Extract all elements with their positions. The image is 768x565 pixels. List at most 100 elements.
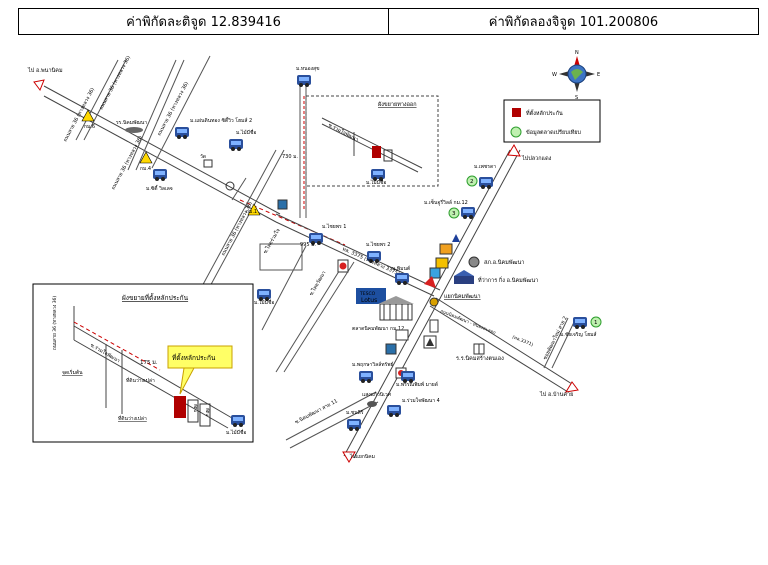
hospital-icon [473,343,485,355]
label-temple: วัด [200,154,206,160]
label-chaiyawat: ม.เซ็นจูรี่วิลล์ กม.12 [424,198,468,206]
label-somporn1: ม.ไชยพร 1 [322,223,346,230]
to-bankhai-arrow [565,381,579,393]
longitude-cell: ค่าพิกัดลองจิจูด 101.200806 [388,9,758,34]
label-phranat: ม.พรรณพิมพ์ มายด์ [396,381,438,388]
label-soi-rom: ซ.ร่วมใจพัฒนา [327,122,360,144]
legend-collateral-swatch [512,108,521,117]
svg-text:ที่ดินว่างเปล่า: ที่ดินว่างเปล่า [118,415,147,422]
mark-icon [359,371,373,383]
label-to-pluak: ไปปลวกแดง [521,155,552,162]
mark-icon [395,273,409,285]
label-school: รร.นิคมพัฒนา [116,119,147,126]
label-plaemthong: ม.แผ่นดินทอง ซิตี้วิว โฮมส์ 2 [190,115,252,124]
svg-text:E: E [597,72,600,78]
kasem-icon [367,401,377,407]
police-icon [468,256,480,268]
mark-icon [461,207,475,219]
svg-text:Lotus: Lotus [361,297,377,304]
label-pruksa: ม.พฤกษาวิลล์ทรัพย์ [352,361,394,368]
label-soi-thai: ซ.ไทยวัฒนา [308,270,328,297]
coordinate-header: ค่าพิกัดละติจูด 12.839416 ค่าพิกัดลองจิจ… [18,8,759,35]
traffic-icon [225,181,235,191]
svg-text:W: W [552,72,557,78]
label-kasem: แสงแก้วนิเวศ [362,391,392,398]
school-icon [125,127,143,133]
svg-text:ที่ดิน: ที่ดิน [193,404,198,413]
mark-icon [479,177,493,189]
svg-text:ที่ตั้งหลักประกัน: ที่ตั้งหลักประกัน [172,353,216,362]
svg-text:ถนนสาย 36 (ทางหลวง 36): ถนนสาย 36 (ทางหลวง 36) [52,296,58,350]
legend-comparable-swatch [510,126,522,138]
block-outline [259,243,303,271]
legend-comparable: ข้อมูลตลาดเปรียบเทียบ [526,129,581,136]
compass-icon: N S W E [552,50,600,101]
shell-icon [337,259,349,273]
svg-text:2: 2 [470,179,474,185]
gas-station-icons [424,234,460,288]
road-3375 [275,213,441,297]
mark-icon [229,139,243,151]
label-to-phanat: ไป อ.พนานิคม [27,67,63,74]
route-dash-1 [239,199,346,246]
km-marker-6: กม.6 [81,109,95,130]
inset-title: ผังขยายที่ตั้งหลักประกัน [122,293,189,302]
to-pluak-arrow [507,143,521,157]
svg-text:กม.1: กม.1 [246,209,257,215]
svg-text:1: 1 [594,320,598,326]
label-district: ที่ว่าการ กิ่ง อ.นิคมพัฒนา [478,276,539,284]
comparable-2: 2 [466,175,478,187]
tesco-lotus-logo: TESCO Lotus [356,288,386,304]
label-city: ม.ซิตี้ วิลเลจ [146,183,173,192]
legend: ที่ตั้งหลักประกัน ข้อมูลตลาดเปรียบเทียบ [503,99,601,143]
label-soi-11: ซ.นิคมพัฒนา สาย 11 [294,397,339,425]
to-nikom-arrow [342,451,356,463]
label-soi-thairom: ซ.ไทยร่วมใจ [262,227,282,255]
side-roads [75,55,577,449]
label-hospital: ร.ร.นิคมสร้างตนเอง [456,355,504,362]
svg-text:ที่ดิน: ที่ดิน [205,408,210,417]
label-road36-d: ถนนสาย 36 (ทางหลวง 36) [98,55,132,111]
svg-text:TESCO: TESCO [359,291,376,297]
label-road-local2: (ทล.3371) [511,334,534,348]
label-police: สภ.อ.นิคมพัฒนา [484,259,524,266]
mark-icon [153,169,167,181]
comparable-3: 3 [448,207,460,219]
km-marker-1: กม.1 [246,203,261,216]
svg-text:ม.ไม้มีชื่อ: ม.ไม้มีชื่อ [226,429,246,436]
label-warrom: ม.ร่วมใจพัฒนา 4 [402,397,440,404]
label-maidi: ม.ไม้มีชื่อ [236,129,256,136]
mark-icon [175,127,189,139]
label-to-bankhai: ไป อ.บ้านค่าย [539,391,573,398]
svg-text:กม.4: กม.4 [140,166,151,172]
bank-icon [277,199,288,210]
label-somporn2: ม.ไชยพร 2 [366,241,390,248]
mark-icon [387,405,401,417]
label-pimnat: ม.พิมนต์ [392,265,410,272]
label-road-3375: ทล. 3375 (ทางหลวง 3375) [341,246,400,277]
comparable-1: 1 [590,316,602,328]
inset-callout: ที่ตั้งหลักประกัน [167,345,233,395]
road-to-bankhai [429,297,573,393]
label-maimi2: ม.ไม้มีชื่อ [254,299,274,306]
zoom-box [305,95,439,187]
district-office-icon [454,270,474,284]
svg-text:3: 3 [452,211,456,217]
zoom-title: ผังขยายทางออก [378,101,417,108]
label-road-local: ถนนนิคมพัฒนา - หนองละลอก [439,308,497,336]
highway-36 [43,85,281,223]
mark-icon [297,75,311,87]
km-marker-4: กม.4 [139,151,153,172]
label-nongsang: ม.หนองสุข [296,66,320,72]
legend-collateral: ที่ตั้งหลักประกัน [526,109,563,117]
to-phanat-arrow [33,79,45,92]
temple-icon [203,159,213,168]
svg-text:N: N [575,50,579,56]
svg-text:175 ม.: 175 ม. [140,360,158,366]
mark-icon [573,317,587,329]
label-junction: แยกนิคมพัฒนา [444,293,481,300]
label-995: 995 ม. [300,242,316,248]
label-market: ตลาดนิคมพัฒนา กม.12 [352,325,404,332]
inset-collateral [174,396,186,418]
